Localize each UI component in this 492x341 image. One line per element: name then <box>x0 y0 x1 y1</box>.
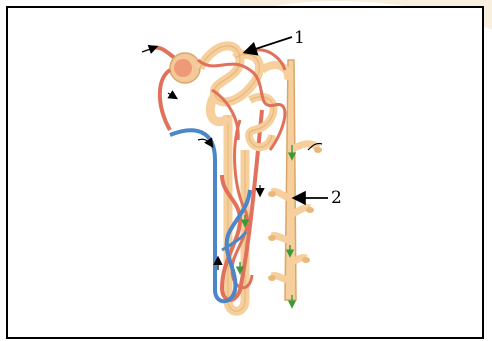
label-1: 1 <box>294 30 305 47</box>
label-2: 2 <box>331 190 342 207</box>
convoluted-tubules <box>198 46 288 150</box>
pointer-arrow-1 <box>246 37 292 52</box>
collecting-duct <box>268 60 322 300</box>
glomerulus <box>150 47 200 130</box>
